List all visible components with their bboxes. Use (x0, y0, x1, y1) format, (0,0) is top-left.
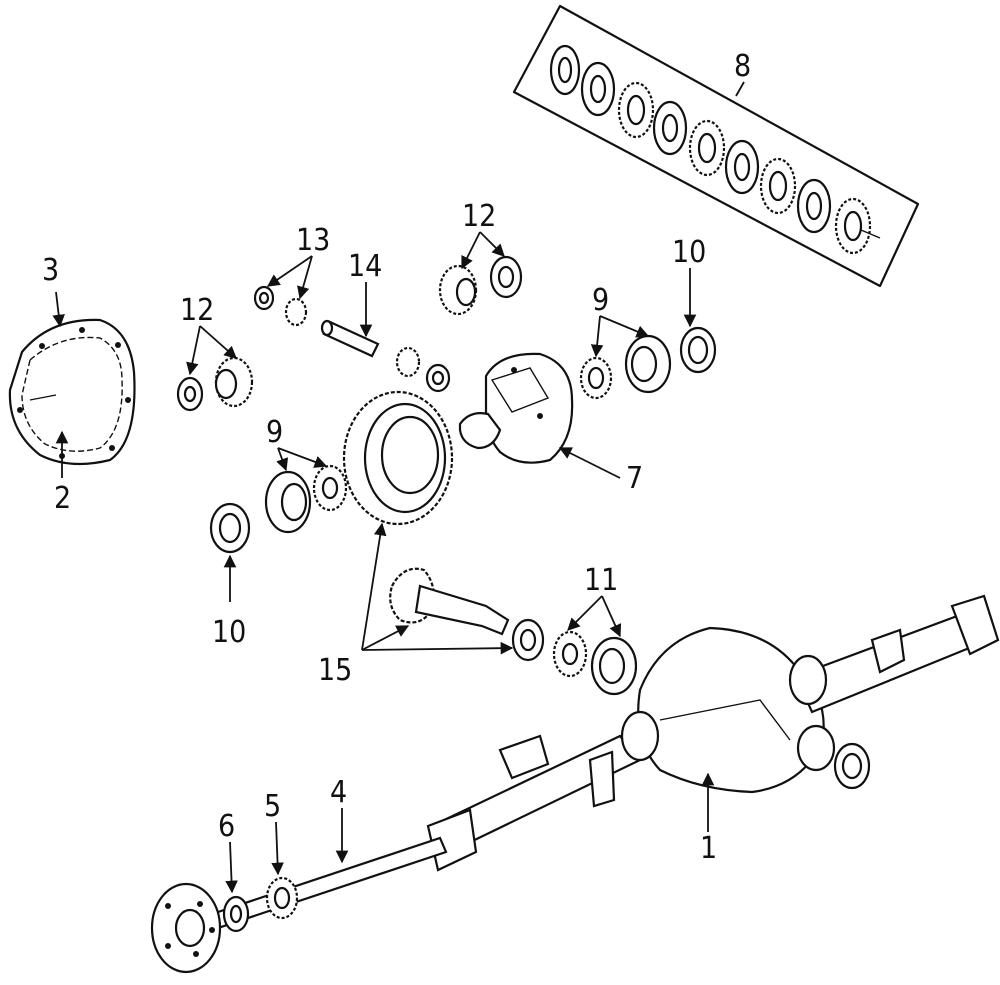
axle-seal (222, 895, 250, 933)
bearing-left (264, 464, 348, 534)
clutch-plate-kit (512, 4, 920, 288)
axle-housing (426, 594, 1000, 872)
pinion-bearing-washer (511, 618, 545, 662)
callout-12-left: 12 (180, 293, 214, 328)
callout-2: 2 (54, 481, 71, 516)
axle-shaft (150, 836, 448, 974)
seal-right (679, 326, 717, 374)
callout-labels: 1 2 3 4 5 6 7 8 9 9 10 10 11 12 12 13 14… (42, 49, 751, 866)
callout-3: 3 (42, 253, 59, 288)
callout-10-right: 10 (672, 235, 706, 270)
callout-8: 8 (734, 49, 751, 84)
callout-13: 13 (296, 223, 330, 258)
callout-11: 11 (584, 563, 618, 598)
axle-bearing-left (265, 876, 299, 920)
seal-left (209, 502, 251, 554)
callout-9-right: 9 (592, 283, 609, 318)
callout-9-left: 9 (266, 415, 283, 450)
side-gear-right (438, 255, 523, 316)
callout-14: 14 (348, 249, 382, 284)
callout-7: 7 (626, 461, 643, 496)
differential-case (458, 352, 574, 464)
drive-pinion (389, 567, 510, 636)
leader-lines (52, 81, 745, 894)
pinion-gear-small (395, 346, 451, 393)
differential-cover (8, 318, 136, 466)
pinion-bearing (552, 630, 638, 696)
callout-4: 4 (330, 775, 347, 810)
ring-gear (342, 390, 454, 526)
side-gear-left (176, 356, 254, 412)
callout-15: 15 (318, 653, 352, 688)
axle-bearing-right (833, 742, 871, 790)
callout-5: 5 (264, 789, 281, 824)
thrust-washers (253, 285, 308, 327)
callout-1: 1 (700, 831, 717, 866)
bearing-right (579, 334, 672, 400)
callout-6: 6 (218, 809, 235, 844)
callout-12-right: 12 (462, 199, 496, 234)
callout-10-left: 10 (212, 615, 246, 650)
pinion-shaft (320, 319, 380, 358)
